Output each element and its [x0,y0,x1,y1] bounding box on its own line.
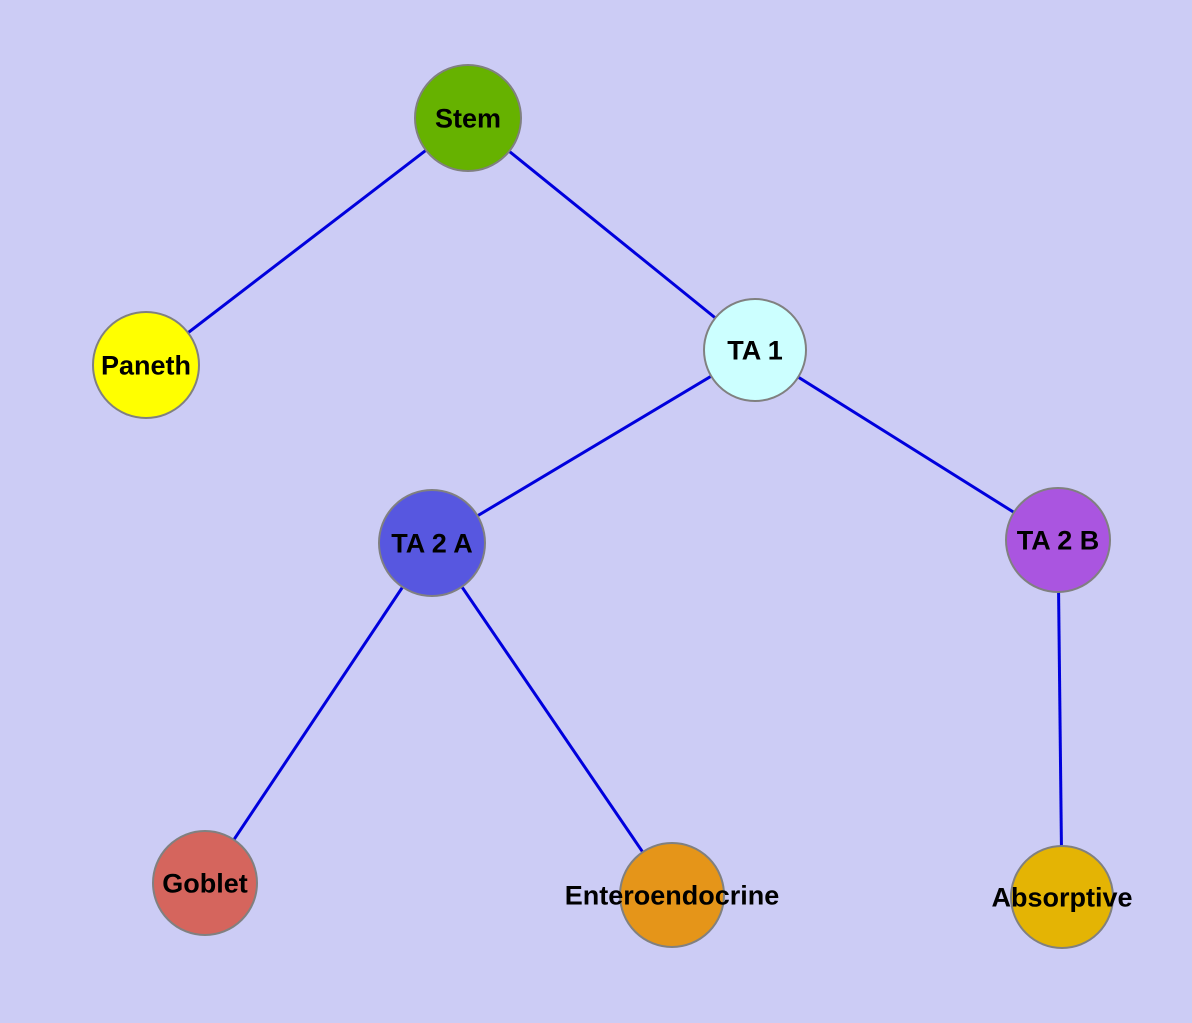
node-circle-ta2a[interactable] [378,489,486,597]
node-circle-ta1[interactable] [703,298,807,402]
edge-ta2b-absorptive [1056,539,1064,898]
node-ta1[interactable]: TA 1 [703,298,807,402]
node-goblet[interactable]: Goblet [152,830,258,936]
edge-ta2a-goblet [203,542,434,884]
node-ta2a[interactable]: TA 2 A [378,489,486,597]
node-circle-ta2b[interactable] [1005,487,1111,593]
node-absorptive[interactable]: Absorptive [991,845,1133,949]
node-ta2b[interactable]: TA 2 B [1005,487,1111,593]
node-paneth[interactable]: Paneth [92,311,200,419]
node-enteroendocrine[interactable]: Enteroendocrine [565,842,780,948]
node-circle-goblet[interactable] [152,830,258,936]
edge-ta1-ta2a [431,348,756,545]
edge-stem-paneth [145,116,469,367]
node-circle-absorptive[interactable] [1010,845,1114,949]
edge-ta1-ta2b [754,348,1059,542]
edge-ta2a-enteroendocrine [430,542,674,896]
node-circle-paneth[interactable] [92,311,200,419]
node-circle-stem[interactable] [414,64,522,172]
node-stem[interactable]: Stem [414,64,522,172]
node-circle-enteroendocrine[interactable] [619,842,725,948]
edge-stem-ta1 [467,116,756,352]
